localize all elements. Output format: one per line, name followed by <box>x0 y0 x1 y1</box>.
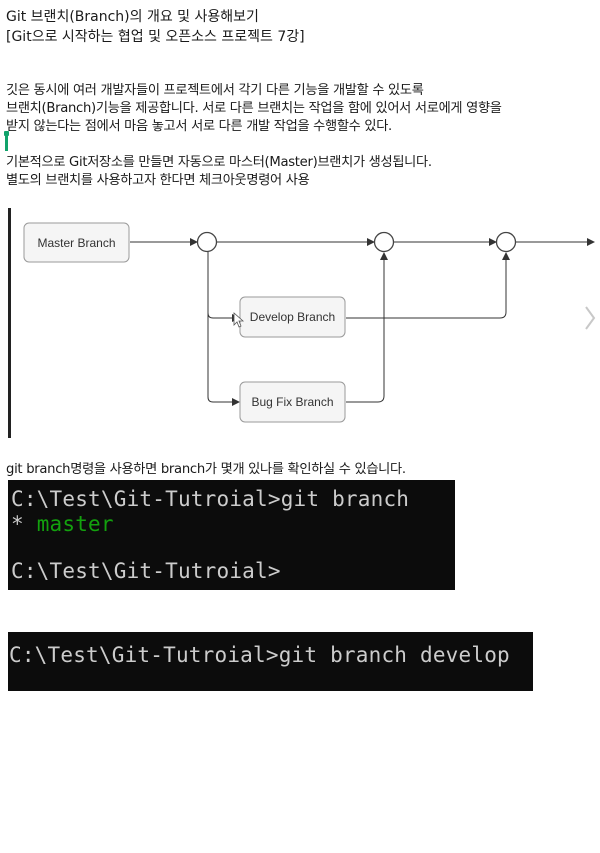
terminal-screenshot-branch-create: C:\Test\Git-Tutroial>git branch develop <box>8 632 533 691</box>
terminal-prompt-line: C:\Test\Git-Tutroial> <box>11 559 281 583</box>
current-branch-marker: * <box>11 512 37 536</box>
edge-to-develop <box>207 252 240 322</box>
intro-line-1: 깃은 동시에 여러 개발자들이 프로젝트에서 각기 다른 기능을 개발할 수 있… <box>6 83 424 98</box>
edge-to-bugfix <box>207 252 240 406</box>
master-branch-label: Master Branch <box>37 236 115 250</box>
develop-branch-label: Develop Branch <box>250 310 335 324</box>
terminal-branch-line: * master <box>11 512 114 536</box>
intro-line-2: 브랜치(Branch)기능을 제공합니다. 서로 다른 브랜치는 작업을 함에 … <box>6 101 502 116</box>
basics-line-1: 기본적으로 Git저장소를 만들면 자동으로 마스터(Master)브랜치가 생… <box>6 155 432 170</box>
terminal-create-command-line: C:\Test\Git-Tutroial>git branch develop <box>9 643 510 667</box>
develop-branch-box <box>239 296 346 338</box>
mouse-pointer-icon <box>233 312 245 328</box>
edge-develop-merge <box>346 252 510 319</box>
terminal-command-line: C:\Test\Git-Tutroial>git branch <box>11 487 410 511</box>
commit-node-2 <box>373 231 395 253</box>
branch-command-note: git branch명령을 사용하면 branch가 몇개 있나를 확인하실 수… <box>6 462 406 477</box>
intro-line-3: 받지 않는다는 점에서 마음 놓고서 서로 다른 개발 작업을 수행할수 있다. <box>6 119 392 134</box>
bugfix-branch-label: Bug Fix Branch <box>251 395 333 409</box>
commit-node-3 <box>495 231 517 253</box>
terminal-screenshot-branch-list: C:\Test\Git-Tutroial>git branch * master… <box>8 480 455 590</box>
chevron-right-icon[interactable] <box>585 306 596 330</box>
document-title: Git 브랜치(Branch)의 개요 및 사용해보기 <box>6 9 259 25</box>
branch-diagram-svg: Master Branch Develop Branch Bug Fix Bra… <box>23 222 596 423</box>
text-cursor-marker <box>4 131 9 151</box>
current-branch-name: master <box>36 512 114 536</box>
basics-line-2: 별도의 브랜치를 사용하고자 한다면 체크아웃명령어 사용 <box>6 173 310 188</box>
master-branch-box <box>23 222 130 263</box>
bugfix-branch-box <box>239 381 346 423</box>
edge-bugfix-merge <box>346 252 388 403</box>
commit-node-1 <box>196 231 218 253</box>
branch-diagram: Master Branch Develop Branch Bug Fix Bra… <box>8 207 596 439</box>
diagram-left-rule <box>8 208 11 438</box>
document-subtitle: [Git으로 시작하는 협업 및 오픈소스 프로젝트 7강] <box>6 29 305 45</box>
